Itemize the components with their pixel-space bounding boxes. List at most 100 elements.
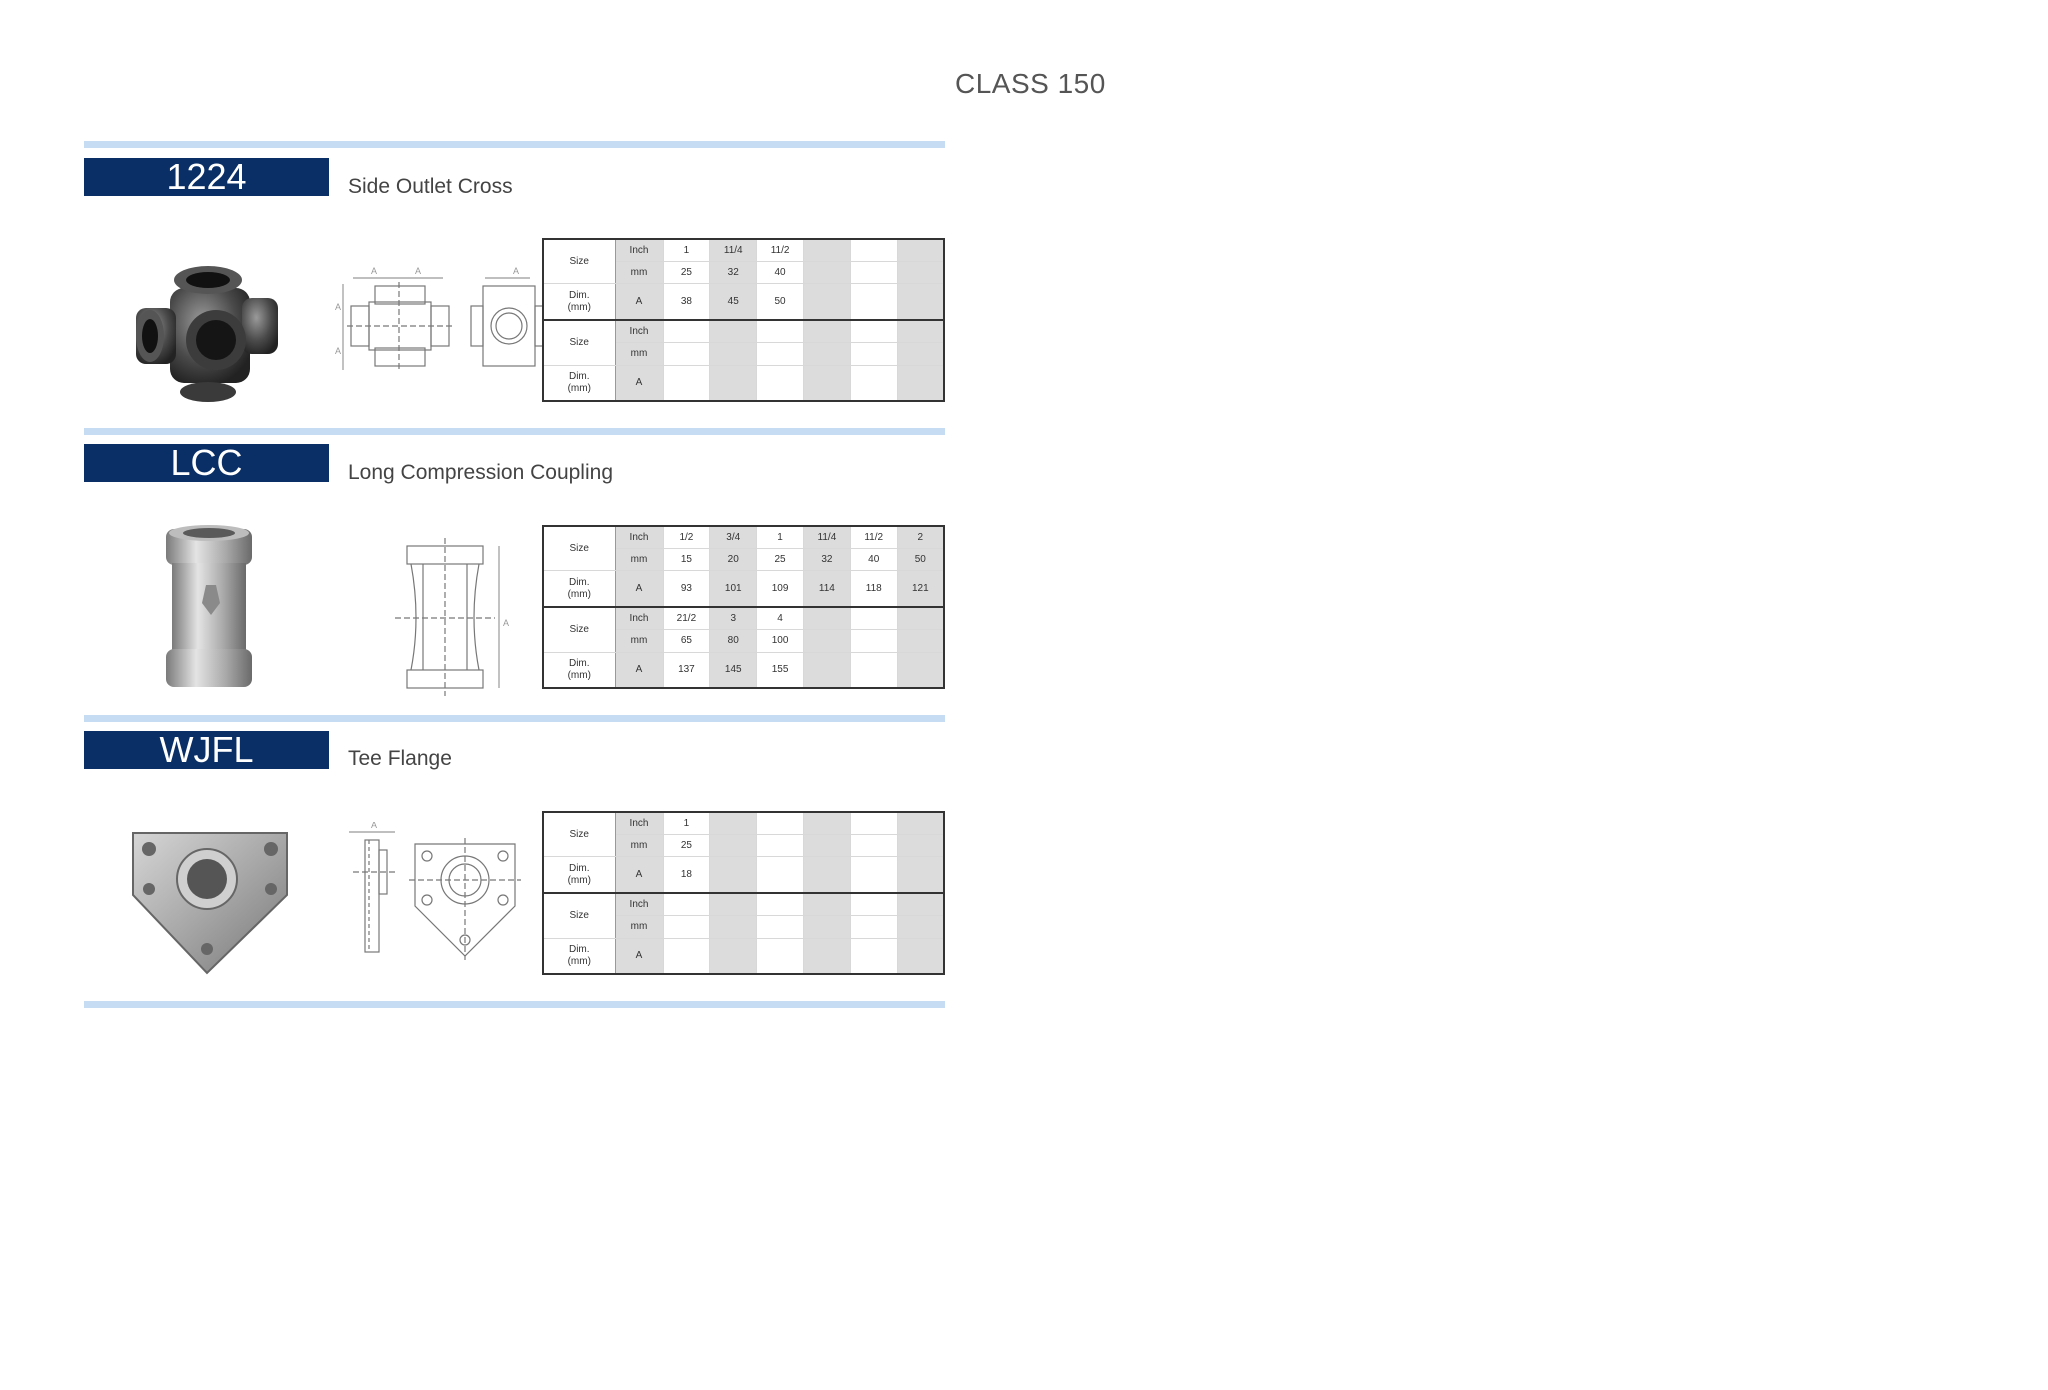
table-cell [756,834,804,858]
table-cell: 32 [802,548,851,572]
table-cell [709,319,758,344]
table-cell: 1 [662,811,711,836]
table-cell [849,856,898,894]
table-cell [709,856,758,894]
table-cell: 25 [756,548,804,572]
a-label: A [614,856,664,894]
table-cell [896,937,945,975]
mm-label: mm [614,342,664,366]
table-cell [849,915,898,939]
dim-label: Dim.(mm) [542,364,616,402]
table-cell [849,629,898,653]
inch-label: Inch [614,892,664,917]
size-label: Size [542,525,616,572]
table-cell [896,319,945,344]
table-cell: 4 [756,606,804,631]
mm-label: mm [614,261,664,285]
product-code-badge: WJFL [84,731,329,769]
table-cell: 15 [662,548,711,572]
table-cell: 65 [662,629,711,653]
table-cell: 145 [709,651,758,689]
table-cell [662,937,711,975]
table-cell [802,319,851,344]
mm-label: mm [614,915,664,939]
table-cell: 25 [662,834,711,858]
table-cell: 50 [756,283,804,321]
dim-label: Dim.(mm) [542,937,616,975]
table-cell: 20 [709,548,758,572]
a-label: A [614,937,664,975]
table-cell: 11/2 [849,525,898,550]
dim-label-text: Dim. [568,576,590,588]
table-cell [896,629,945,653]
table-cell [896,915,945,939]
dimension-table: Size Inch 1 mm 25 Dim.(mm) A 18 Size Inc… [542,811,945,975]
table-cell [896,238,945,263]
table-cell: 32 [709,261,758,285]
mm-label: mm [614,548,664,572]
table-cell: 1 [756,525,804,550]
dim-label: Dim.(mm) [542,651,616,689]
svg-text:A: A [371,266,377,276]
svg-text:A: A [415,266,421,276]
table-cell: 50 [896,548,945,572]
table-cell [709,364,758,402]
table-cell [662,364,711,402]
table-cell [802,915,851,939]
table-cell [896,342,945,366]
table-cell [896,283,945,321]
table-cell [756,937,804,975]
inch-label: Inch [614,811,664,836]
table-cell [662,892,711,917]
table-cell: 18 [662,856,711,894]
a-label: A [614,570,664,608]
size-label: Size [542,319,616,366]
table-cell [756,364,804,402]
long-compression-coupling-drawing: A [395,538,509,696]
dim-label-text: Dim. [568,862,590,874]
inch-label: Inch [614,525,664,550]
dim-unit-text: (mm) [567,301,591,313]
table-cell: 40 [849,548,898,572]
dim-unit-text: (mm) [567,955,591,967]
table-cell [802,283,851,321]
table-cell [756,342,804,366]
svg-text:A: A [371,822,377,830]
table-cell [802,261,851,285]
table-cell: 137 [662,651,711,689]
table-cell [802,811,851,836]
tee-flange-photo [132,832,288,975]
table-cell [802,937,851,975]
table-cell [756,856,804,894]
table-cell [756,892,804,917]
table-cell [756,915,804,939]
dim-unit-text: (mm) [567,382,591,394]
dim-unit-text: (mm) [567,669,591,681]
table-cell: 38 [662,283,711,321]
table-cell [662,319,711,344]
svg-text:A: A [513,266,519,276]
table-cell: 3/4 [709,525,758,550]
mm-label: mm [614,834,664,858]
table-cell: 21/2 [662,606,711,631]
table-cell [896,892,945,917]
table-cell: 40 [756,261,804,285]
table-cell [896,261,945,285]
table-cell [849,834,898,858]
table-cell [849,811,898,836]
table-cell [709,915,758,939]
table-cell [896,811,945,836]
svg-text:A: A [335,346,341,356]
size-label: Size [542,811,616,858]
table-cell [709,834,758,858]
table-cell: 118 [849,570,898,608]
table-cell: 155 [756,651,804,689]
table-cell [849,937,898,975]
dim-label-text: Dim. [568,370,590,382]
table-cell [849,342,898,366]
product-name: Side Outlet Cross [348,175,513,198]
dim-unit-text: (mm) [567,874,591,886]
dimension-table: Size Inch 1 11/4 11/2 mm 25 32 40 Dim.(m… [542,238,945,402]
product-name: Tee Flange [348,747,452,770]
size-label: Size [542,606,616,653]
